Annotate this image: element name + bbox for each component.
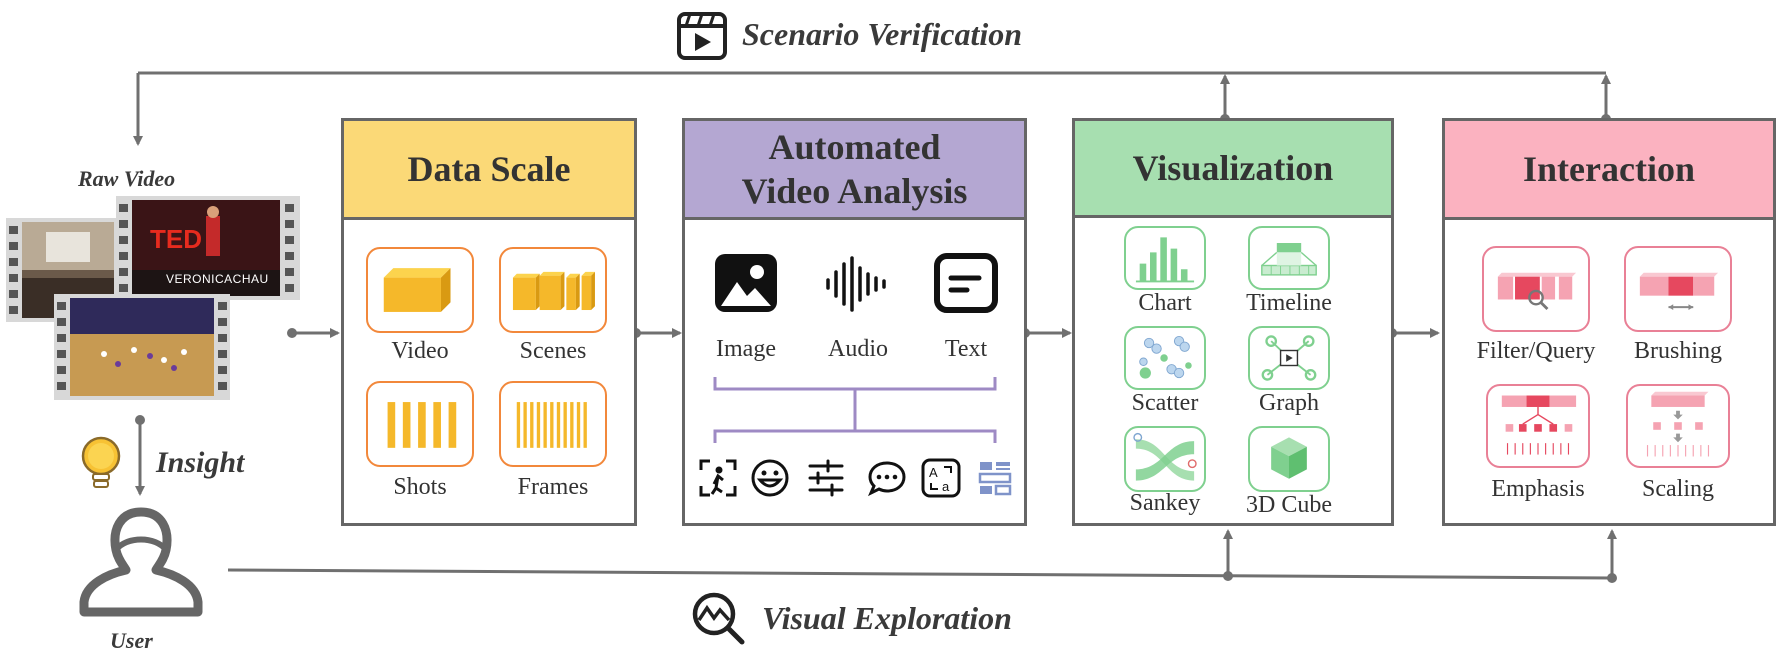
sliders-icon	[808, 459, 844, 497]
shots-tile	[366, 381, 474, 467]
speaker-caption: VERONICACHAU	[166, 272, 269, 286]
shots-bars-icon	[387, 402, 457, 448]
emphasis-tile	[1486, 384, 1590, 468]
svg-text:A: A	[929, 465, 938, 480]
visual-exploration-group: Visual Exploration	[690, 590, 1090, 645]
visual-exploration-loop	[227, 529, 1617, 580]
audio-waveform-icon	[826, 256, 886, 312]
image-label: Image	[716, 336, 776, 362]
emotion-face-icon	[751, 459, 789, 497]
emphasis-icon	[1501, 395, 1577, 455]
video-label: Video	[391, 338, 449, 364]
scenes-blocks-icon	[512, 271, 595, 311]
graph-tile	[1248, 326, 1330, 390]
analysis-title-line1: Automated	[768, 127, 941, 167]
scaling-label: Scaling	[1642, 476, 1714, 502]
visual-exploration-label: Visual Exploration	[762, 600, 1012, 636]
scenario-verification-loop	[133, 71, 1611, 146]
interaction-header: Interaction	[1445, 121, 1773, 220]
scenes-tile	[499, 247, 607, 333]
graph-network-icon	[1261, 335, 1317, 381]
loop-node	[1223, 571, 1233, 581]
brushing-label: Brushing	[1633, 338, 1722, 364]
scatter-icon	[1139, 335, 1192, 379]
analysis-bracket	[713, 377, 997, 443]
analysis-header: Automated Video Analysis	[685, 121, 1024, 220]
scenario-verification-group: Scenario Verification	[676, 10, 1076, 60]
scaling-tile	[1626, 384, 1730, 468]
emphasis-label: Emphasis	[1491, 476, 1585, 502]
video-cube-icon	[383, 268, 451, 312]
data-scale-header: Data Scale	[344, 121, 634, 220]
analysis-panel: Automated Video Analysis	[682, 118, 1027, 526]
layout-icon	[978, 462, 1012, 496]
graph-label: Graph	[1259, 390, 1319, 416]
person-detection-icon	[699, 459, 737, 497]
text-label: Text	[944, 336, 988, 362]
svg-text:TED: TED	[150, 224, 202, 254]
sankey-label: Sankey	[1129, 490, 1201, 516]
raw-video-label: Raw Video	[78, 166, 176, 191]
video-tile	[366, 247, 474, 333]
3d-cube-label: 3D Cube	[1246, 492, 1332, 518]
frames-tile	[499, 381, 607, 467]
video-clapper-icon	[677, 12, 727, 60]
text-document-icon	[934, 253, 998, 313]
cube-tile	[1248, 426, 1330, 492]
shots-label: Shots	[393, 474, 447, 500]
timeline-tile	[1248, 226, 1330, 290]
chart-tile	[1124, 226, 1206, 290]
scenario-verification-label: Scenario Verification	[742, 16, 1023, 52]
raw-video-films: TED VERONICACHAU	[6, 196, 306, 401]
speech-bubble-icon	[868, 461, 906, 497]
analysis-title-line2: Video Analysis	[741, 171, 968, 211]
timeline-icon	[1261, 243, 1317, 276]
frames-lines-icon	[516, 402, 587, 448]
svg-text:a: a	[942, 479, 950, 494]
brushing-tile	[1624, 246, 1732, 332]
filter-query-icon	[1497, 272, 1577, 311]
interaction-title: Interaction	[1523, 149, 1695, 189]
chart-label: Chart	[1138, 290, 1192, 316]
visualization-panel: Visualization	[1072, 118, 1394, 526]
insight-label: Insight	[156, 446, 245, 479]
timeline-label: Timeline	[1246, 290, 1332, 316]
user-label: User	[110, 628, 153, 653]
image-icon	[715, 254, 777, 312]
user-icon	[79, 507, 203, 617]
audio-label: Audio	[828, 336, 888, 362]
loop-node	[1607, 573, 1617, 583]
magnifier-chart-icon	[692, 592, 745, 645]
visualization-header: Visualization	[1075, 121, 1391, 218]
visualization-title: Visualization	[1132, 148, 1334, 188]
3d-cube-icon	[1271, 437, 1307, 479]
film-strip-basketball	[54, 294, 230, 400]
frames-label: Frames	[517, 474, 589, 500]
scatter-label: Scatter	[1131, 390, 1199, 416]
data-scale-title: Data Scale	[407, 149, 571, 189]
sankey-tile	[1124, 426, 1206, 492]
bar-chart-icon	[1135, 237, 1195, 283]
film-strip-ted-talk: TED	[116, 196, 300, 300]
filter-query-label: Filter/Query	[1476, 338, 1596, 364]
sankey-icon	[1133, 432, 1197, 481]
filter-query-tile	[1482, 246, 1590, 332]
brushing-icon	[1639, 272, 1719, 310]
ocr-text-icon: A a	[921, 458, 961, 498]
scaling-icon	[1646, 391, 1710, 457]
scenes-label: Scenes	[519, 338, 587, 364]
lightbulb-icon	[81, 436, 121, 488]
scatter-tile	[1124, 326, 1206, 390]
